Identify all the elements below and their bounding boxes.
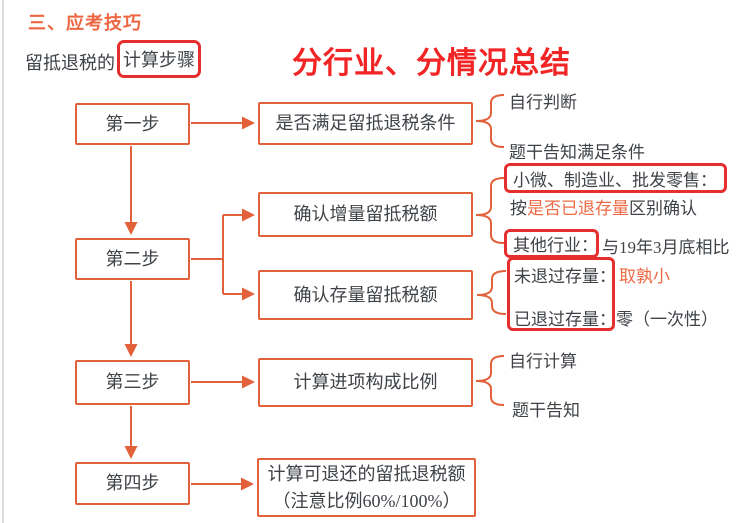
other-industry-annotation-box: 其他行业： — [504, 229, 599, 258]
refund-box-line2: （注意比例60%/100%） — [272, 490, 461, 511]
step3-label: 第三步 — [105, 372, 160, 393]
branch-self-judge: 自行判断 — [509, 93, 577, 112]
branch-stem-informed: 题干告知 — [512, 401, 580, 420]
refund-box-line1: 计算可退还的留抵退税额 — [267, 464, 466, 485]
brace-step3-branches — [475, 355, 505, 406]
increment-rule-highlight: 是否已退存量 — [527, 199, 629, 218]
other-industry-label: 其他行业： — [513, 236, 598, 255]
step1-label: 第一步 — [105, 113, 160, 134]
subtitle-highlight-box: 计算步骤 — [117, 40, 201, 78]
section-heading: 三、应考技巧 — [28, 13, 142, 33]
refund-box: 计算可退还的留抵退税额 （注意比例60%/100%） — [257, 458, 476, 517]
subtitle-boxed-term: 计算步骤 — [123, 50, 195, 70]
increment-rule-line: 按是否已退存量区别确认 — [510, 194, 697, 219]
stock-box: 确认存量留抵税额 — [258, 270, 473, 320]
stock-annotation-box — [507, 257, 615, 331]
industries-label: 小微、制造业、批发零售： — [513, 170, 717, 190]
ratio-box-text: 计算进项构成比例 — [293, 372, 438, 393]
step4-box: 第四步 — [75, 462, 190, 505]
brace-increment-branches — [475, 177, 505, 244]
step4-label: 第四步 — [105, 473, 160, 494]
step3-box: 第三步 — [75, 360, 190, 405]
page-left-border — [2, 0, 4, 523]
branch-stem-given: 题干告知满足条件 — [509, 143, 645, 162]
increment-rule-prefix: 按 — [510, 199, 527, 218]
increment-rule-suffix: 区别确认 — [629, 199, 697, 218]
ratio-box: 计算进项构成比例 — [258, 358, 473, 407]
step2-label: 第二步 — [105, 248, 160, 269]
industries-annotation-box: 小微、制造业、批发零售： — [504, 163, 727, 193]
stock-box-text: 确认存量留抵税额 — [293, 284, 438, 305]
subtitle-text: 留抵退税的 — [25, 53, 115, 73]
increment-box: 确认增量留抵税额 — [258, 192, 473, 237]
stock-refunded-label: 已退过存量： — [514, 310, 616, 329]
condition-box: 是否满足留抵退税条件 — [258, 102, 473, 145]
page-title: 分行业、分情况总结 — [292, 47, 571, 80]
branch-self-calc: 自行计算 — [509, 352, 577, 371]
stock-not-refunded-value: 取孰小 — [619, 267, 670, 286]
step1-box: 第一步 — [75, 103, 190, 145]
stock-refunded-value: 零（一次性） — [616, 310, 718, 329]
brace-step1-branches — [475, 94, 505, 148]
increment-box-text: 确认增量留抵税额 — [293, 204, 438, 225]
other-industry-note: 与19年3月底相比 — [602, 238, 730, 257]
stock-not-refunded-label: 未退过存量： — [514, 267, 616, 286]
condition-box-text: 是否满足留抵退税条件 — [275, 113, 456, 134]
step2-box: 第二步 — [75, 238, 190, 280]
brace-stock-branches — [476, 270, 507, 315]
